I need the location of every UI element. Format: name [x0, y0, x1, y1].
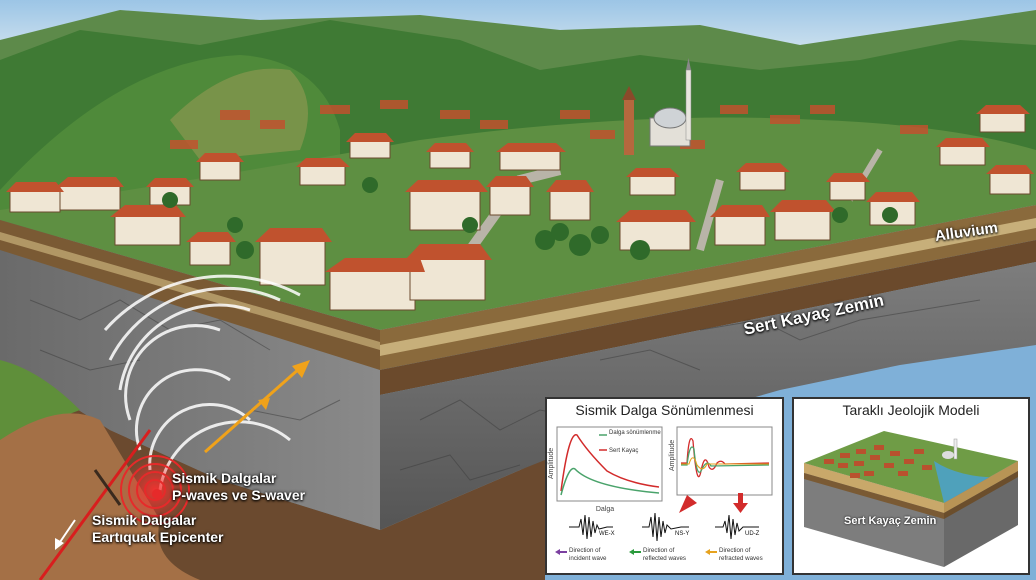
trace-ns-y: NS-Y [675, 531, 689, 537]
svg-text:Direction of: Direction of [719, 547, 751, 554]
wave-arcs [103, 274, 301, 491]
hard-rock-curve [560, 434, 660, 492]
svg-text:Direction of: Direction of [643, 547, 675, 554]
epicenter-dot [152, 489, 162, 499]
geologic-model-graphic [804, 431, 1018, 567]
legend-wave-attenuation: Dalga sönümlenme [609, 430, 661, 436]
small-white-arrow [55, 519, 76, 550]
attenuation-graphics: Amplitude Dalga Dalga sönümlenme Sert Ka… [548, 426, 773, 562]
seismic-waves-line2: P-waves ve S-waver [172, 487, 306, 503]
fault-line [38, 429, 152, 580]
attenuation-panel: Sismik Dalga Sönümlenmesi Amplitude Dalg… [545, 397, 784, 575]
seismic-waves-label: Sismik Dalgalar P-waves ve S-waver [172, 470, 305, 504]
model-ground-label: Sert Kayaç Zemin [844, 515, 937, 527]
key-incident-line1: Direction of [569, 547, 601, 554]
legend-hard-rock: Sert Kayaç [609, 448, 638, 454]
direction-key: Direction of incident wave Direction of … [555, 547, 763, 562]
right-chart-frame [676, 426, 773, 496]
seismic-waves-line1: Sismik Dalgalar [172, 470, 277, 486]
key-reflected: reflected waves [643, 555, 686, 562]
seismograms [569, 512, 759, 542]
left-ylabel: Amplitude [548, 448, 555, 479]
geologic-model-title: Taraklı Jeolojik Modeli [842, 402, 980, 418]
key-incident: incident wave [569, 555, 607, 562]
epicenter-line1: Sismik Dalgalar [92, 512, 197, 528]
epicenter-rings [120, 455, 190, 525]
attenuation-title: Sismik Dalga Sönümlenmesi [575, 402, 754, 418]
attenuation-curve [560, 467, 660, 496]
houses [6, 58, 1034, 311]
rock-left-face [0, 220, 380, 530]
epicenter-label: Sismik Dalgalar Eartıquak Epicenter [92, 512, 224, 546]
trace-we-x: WE-X [599, 531, 615, 537]
wave-direction-arrow [204, 360, 310, 454]
geologic-model-panel: Taraklı Jeolojik Modeli Sert Kayaç Zemin [792, 397, 1030, 575]
right-ylabel: Amplitude [669, 440, 676, 471]
left-xlabel: Dalga [596, 506, 614, 513]
trace-ud-z: UD-Z [745, 531, 760, 537]
hard-rock-layer [380, 262, 1036, 530]
left-chart-frame [556, 426, 663, 502]
key-refracted: refracted waves [719, 555, 763, 562]
epicenter-line2: Eartıquak Epicenter [92, 529, 224, 545]
